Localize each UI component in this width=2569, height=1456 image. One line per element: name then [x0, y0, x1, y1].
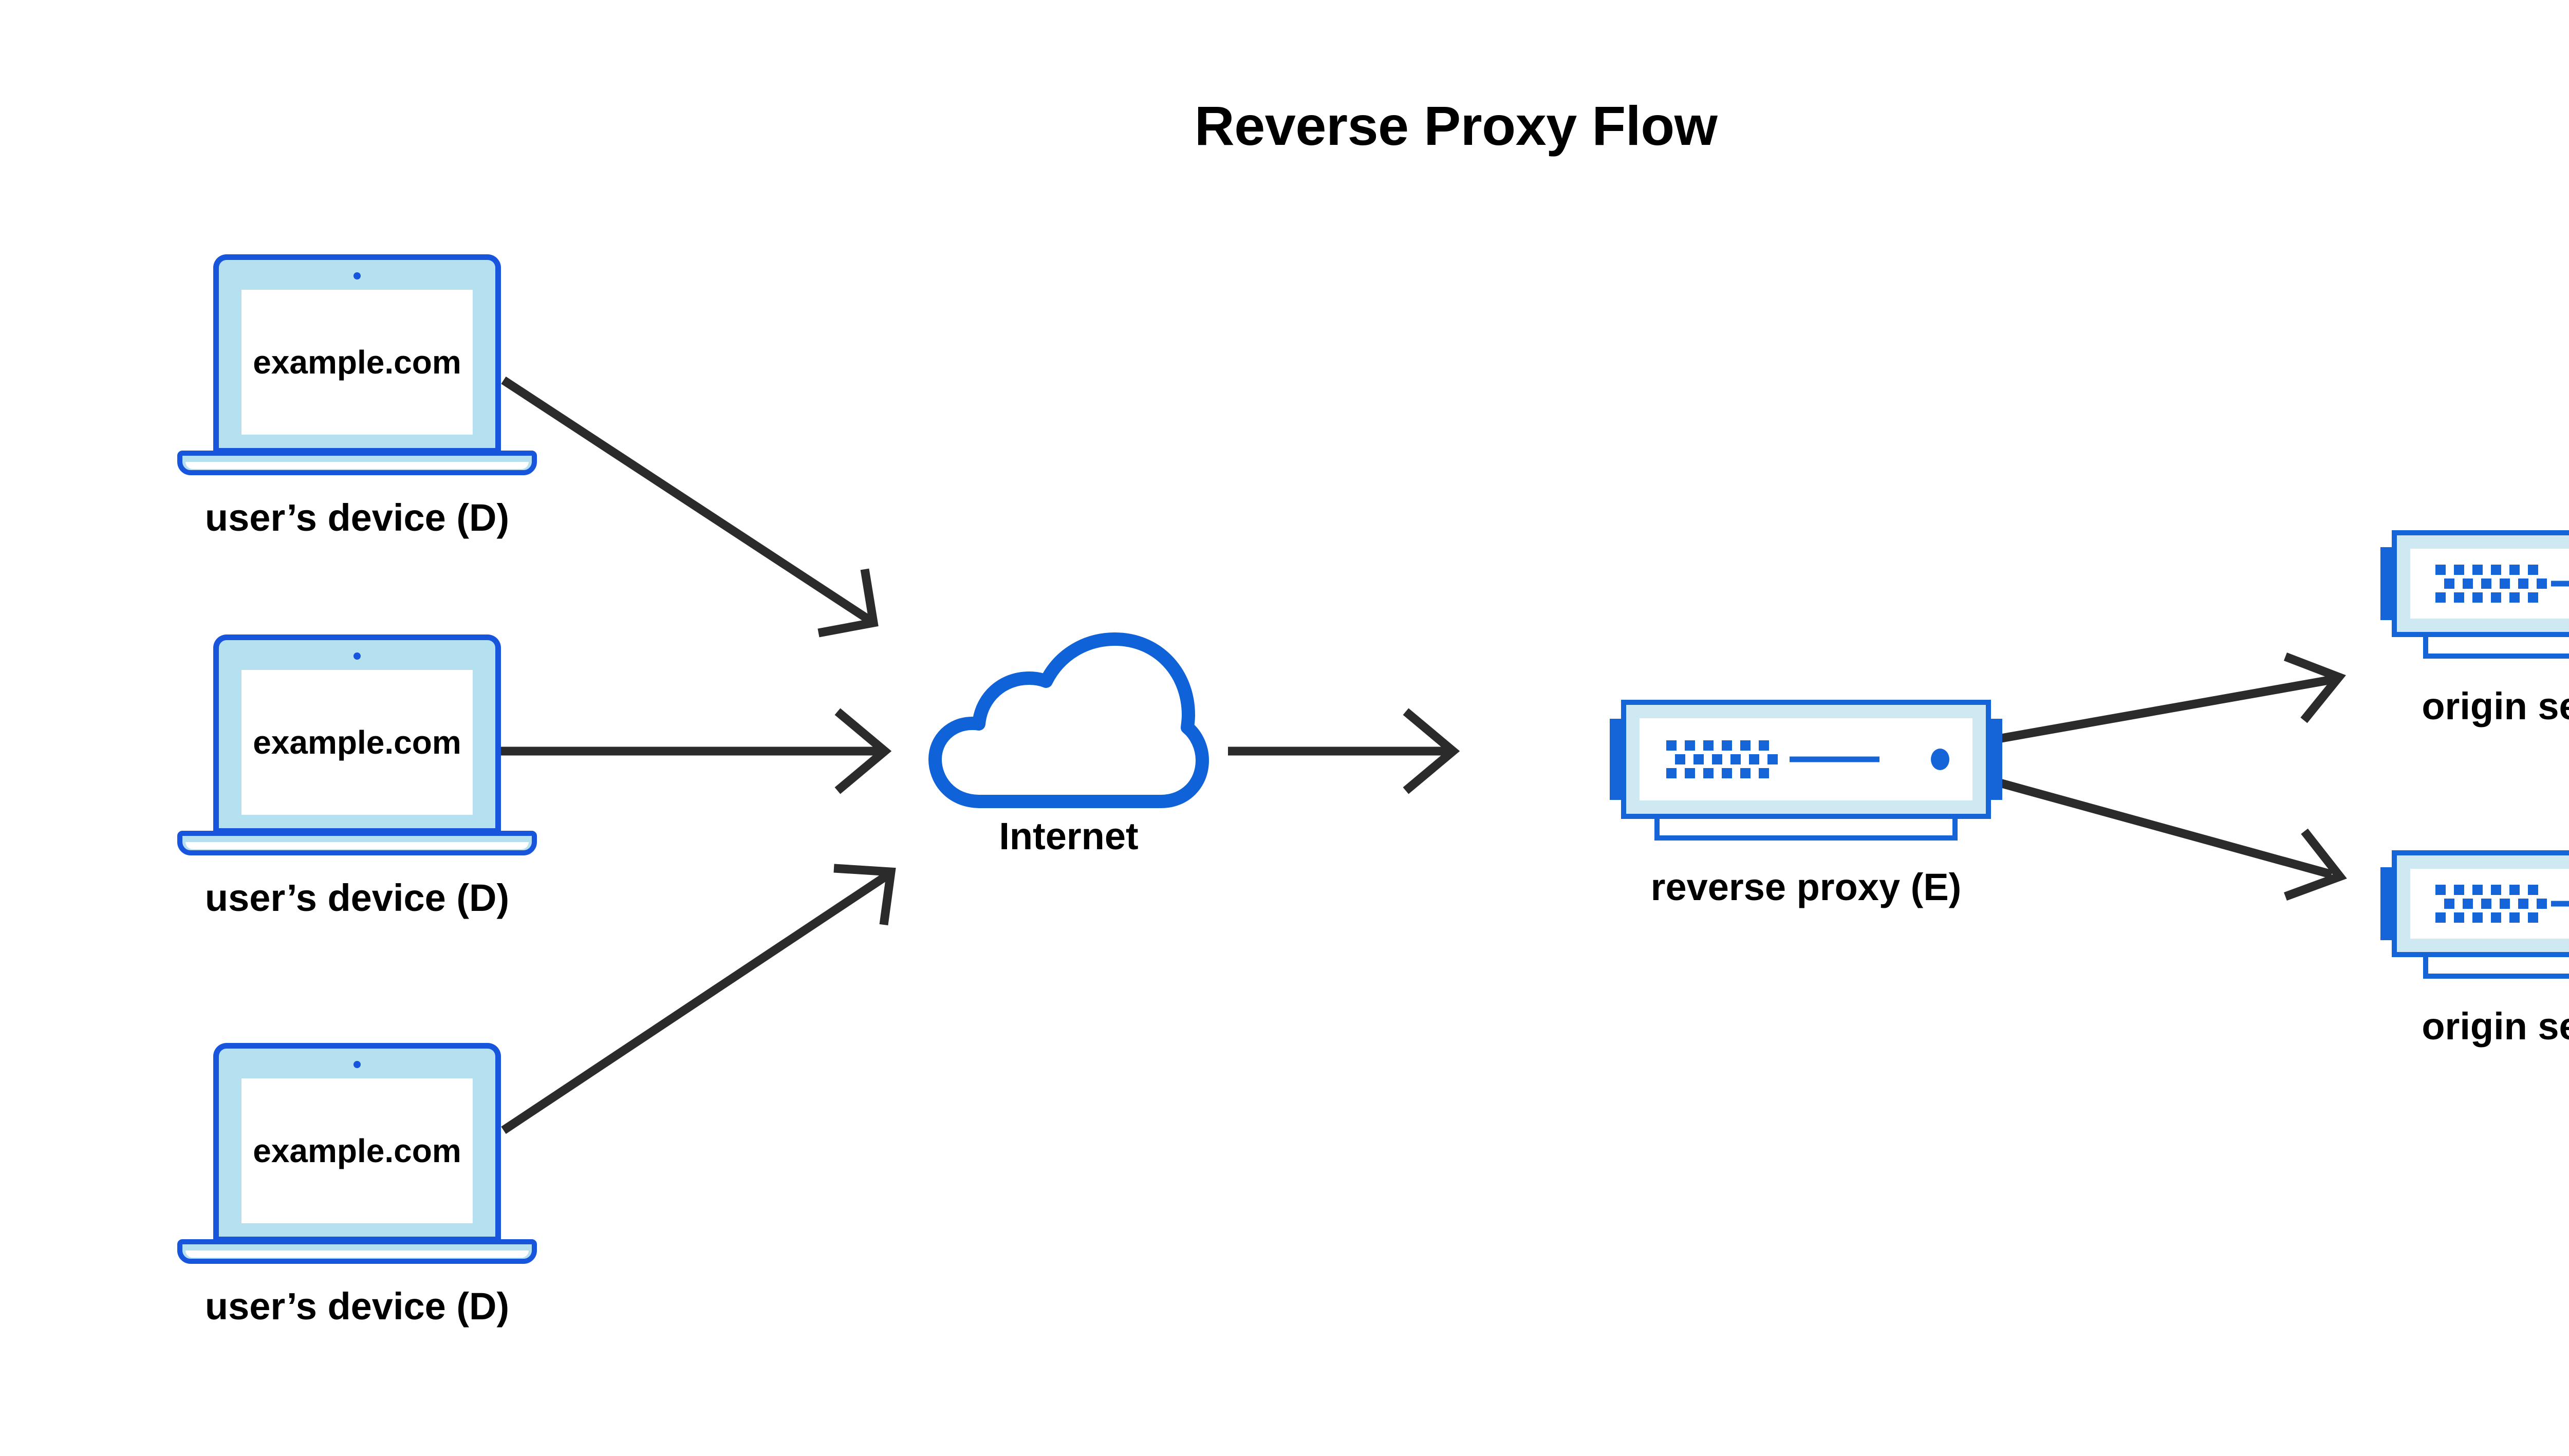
- laptop-lid: example.com: [213, 634, 501, 834]
- server-led-icon: [1930, 749, 1949, 770]
- server-tab-right-icon: [1989, 719, 2002, 800]
- server-icon: [2380, 530, 2569, 659]
- laptop-screen: example.com: [241, 290, 473, 435]
- laptop-base: [177, 831, 537, 855]
- server-tab-left-icon: [2380, 547, 2394, 620]
- server-icon: [2380, 850, 2569, 979]
- laptop-icon: example.com: [177, 634, 537, 855]
- server-vent-dots-icon: [2435, 885, 2555, 923]
- server-icon: [1610, 700, 2002, 841]
- server-status-line-icon: [2551, 581, 2569, 587]
- edge-device1-internet: [501, 376, 879, 638]
- server-vent-dots-icon: [1666, 740, 1786, 778]
- camera-dot-icon: [353, 652, 361, 660]
- server-stand: [2423, 957, 2569, 979]
- laptop-lid: example.com: [213, 1043, 501, 1242]
- server-panel: [2410, 869, 2569, 939]
- server-vent-dots-icon: [2435, 565, 2555, 603]
- edge-proxy-origin2: [1991, 776, 2347, 901]
- cloud-icon: [925, 632, 1213, 817]
- laptop-base: [177, 1239, 537, 1264]
- edge-device2-internet: [501, 708, 892, 794]
- node-label-origin-server-2: origin server (F): [2422, 1005, 2569, 1048]
- server-body: [1621, 700, 1991, 819]
- laptop-lid: example.com: [213, 254, 501, 454]
- screen-url-text: example.com: [253, 344, 461, 381]
- screen-url-text: example.com: [253, 724, 461, 761]
- node-label-user-device-1: user’s device (D): [204, 496, 510, 539]
- laptop-screen: example.com: [241, 670, 473, 815]
- server-tab-left-icon: [1610, 719, 1623, 800]
- server-stand: [2423, 637, 2569, 659]
- laptop-base: [177, 451, 537, 475]
- node-label-internet: Internet: [999, 815, 1139, 857]
- laptop-base-highlight: [185, 842, 529, 849]
- node-label-origin-server-1: origin server (F): [2422, 685, 2569, 727]
- laptop-base-highlight: [185, 462, 529, 469]
- server-stand: [1654, 819, 1958, 841]
- laptop-base-highlight: [185, 1250, 529, 1258]
- laptop-icon: example.com: [177, 254, 537, 475]
- laptop-icon: example.com: [177, 1043, 537, 1264]
- server-body: [2392, 850, 2569, 957]
- node-label-user-device-3: user’s device (D): [204, 1285, 510, 1328]
- laptop-screen: example.com: [241, 1078, 473, 1223]
- page-title: Reverse Proxy Flow: [1194, 95, 1718, 157]
- edge-device3-internet: [501, 864, 896, 1134]
- screen-url-text: example.com: [253, 1132, 461, 1169]
- edge-proxy-origin1: [1991, 652, 2346, 744]
- server-body: [2392, 530, 2569, 637]
- edge-internet-proxy: [1228, 708, 1460, 794]
- camera-dot-icon: [353, 272, 361, 279]
- node-label-reverse-proxy: reverse proxy (E): [1650, 866, 1962, 908]
- server-panel: [2410, 549, 2569, 619]
- camera-dot-icon: [353, 1061, 361, 1068]
- server-tab-left-icon: [2380, 867, 2394, 940]
- server-status-line-icon: [2551, 901, 2569, 907]
- server-status-line-icon: [1789, 756, 1879, 762]
- server-panel: [1640, 718, 1972, 800]
- node-label-user-device-2: user’s device (D): [204, 876, 510, 919]
